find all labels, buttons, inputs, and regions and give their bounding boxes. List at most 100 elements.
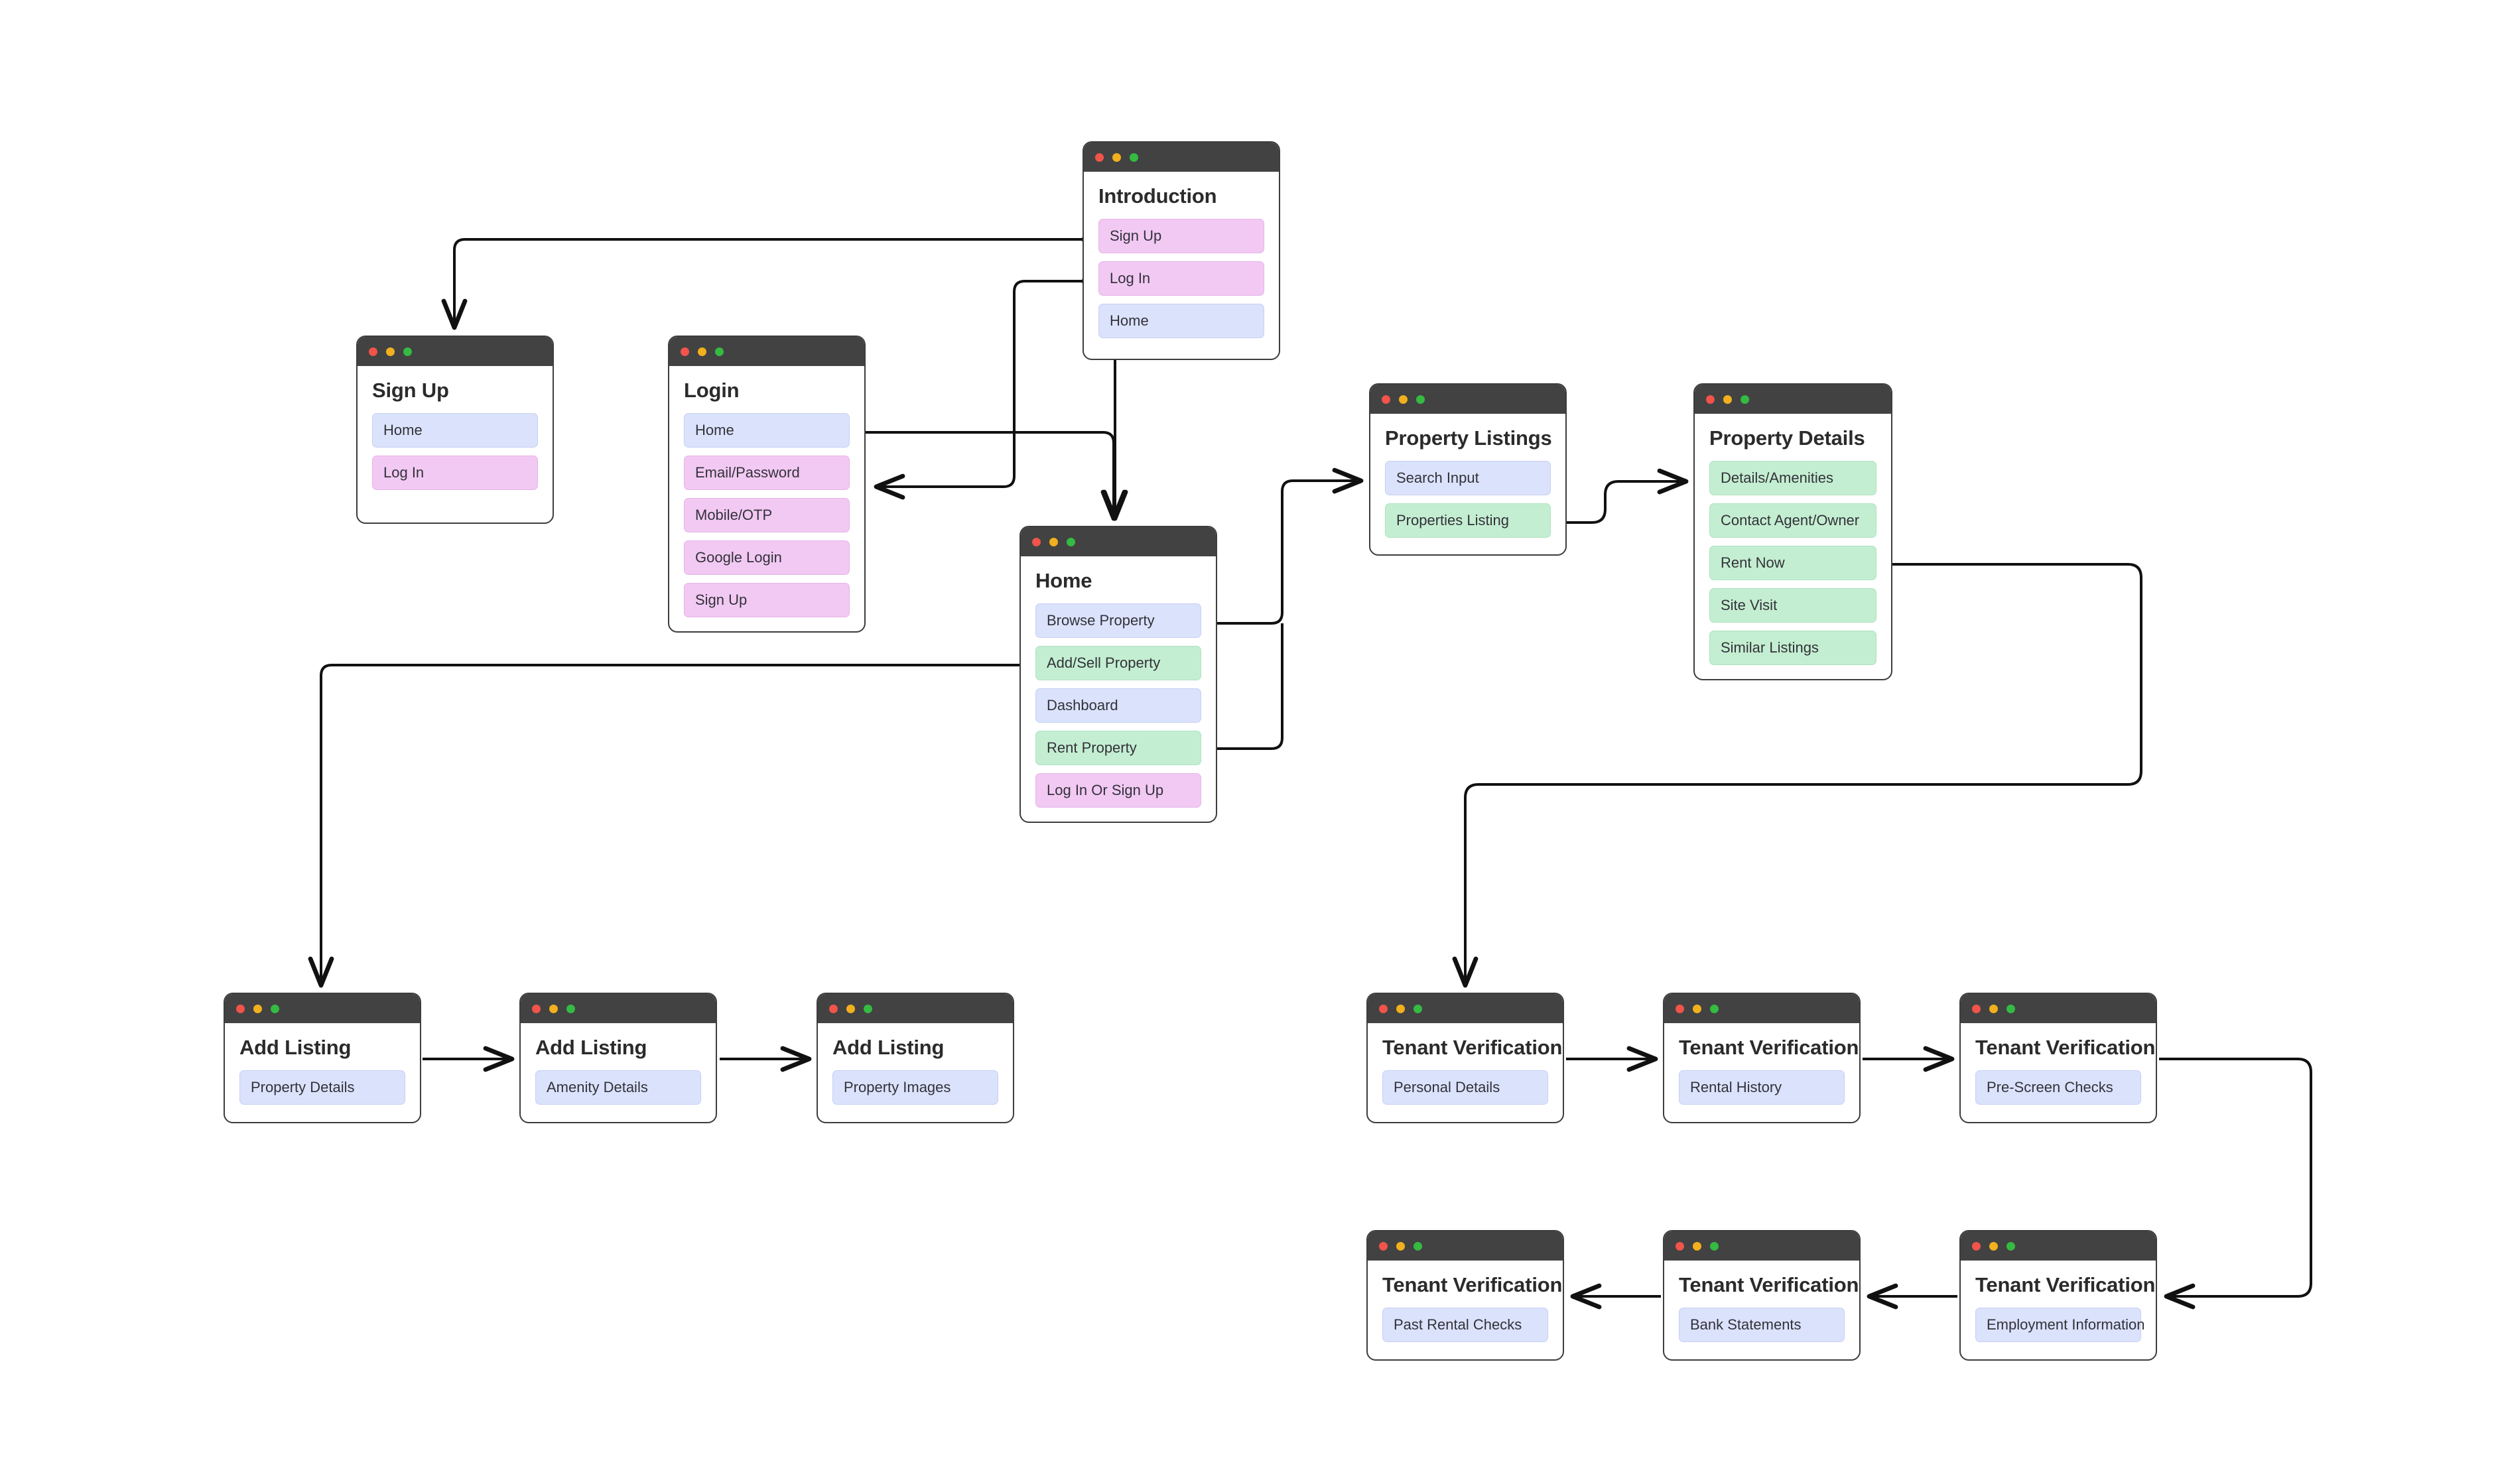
card-item[interactable]: Details/Amenities (1709, 461, 1876, 496)
window-red-dot-icon[interactable] (1379, 1241, 1388, 1251)
window-red-dot-icon[interactable] (1972, 1241, 1981, 1251)
window-yellow-dot-icon[interactable] (549, 1004, 558, 1013)
card-title: Login (684, 379, 740, 402)
window-green-dot-icon[interactable] (271, 1004, 279, 1013)
card-item[interactable]: Amenity Details (535, 1070, 701, 1105)
card-item[interactable]: Home (372, 413, 538, 448)
window-red-dot-icon[interactable] (369, 347, 377, 356)
window-yellow-dot-icon[interactable] (1693, 1004, 1701, 1013)
card-item[interactable]: Property Images (832, 1070, 998, 1105)
window-yellow-dot-icon[interactable] (386, 347, 395, 356)
card-item[interactable]: Email/Password (684, 456, 850, 491)
card-item[interactable]: Employment Information (1975, 1308, 2144, 1343)
window-red-dot-icon[interactable] (1676, 1241, 1684, 1251)
window-yellow-dot-icon[interactable] (253, 1004, 262, 1013)
window-red-dot-icon[interactable] (681, 347, 689, 356)
card-item[interactable]: Google Login (684, 540, 850, 576)
card-item[interactable]: Home (684, 413, 850, 448)
window-green-dot-icon[interactable] (2006, 1004, 2015, 1013)
card-item[interactable]: Contact Agent/Owner (1709, 503, 1876, 538)
card-item[interactable]: Mobile/OTP (684, 498, 850, 533)
card-item[interactable]: Personal Details (1382, 1070, 1548, 1105)
window-yellow-dot-icon[interactable] (1049, 537, 1058, 546)
window-green-dot-icon[interactable] (403, 347, 412, 356)
window-yellow-dot-icon[interactable] (1723, 395, 1732, 404)
window-yellow-dot-icon[interactable] (1112, 153, 1121, 162)
card-item[interactable]: Properties Listing (1385, 503, 1551, 538)
window-red-dot-icon[interactable] (1095, 153, 1104, 162)
window-yellow-dot-icon[interactable] (698, 347, 706, 356)
window-yellow-dot-icon[interactable] (1989, 1004, 1998, 1013)
window-green-dot-icon[interactable] (715, 347, 724, 356)
window-green-dot-icon[interactable] (1413, 1004, 1422, 1013)
window-red-dot-icon[interactable] (236, 1004, 245, 1013)
window-yellow-dot-icon[interactable] (1396, 1241, 1405, 1251)
card-item[interactable]: Browse Property (1035, 603, 1201, 639)
card-item-list: Bank Statements (1679, 1308, 1845, 1343)
card-item[interactable]: Log In Or Sign Up (1035, 773, 1201, 808)
window-green-dot-icon[interactable] (566, 1004, 575, 1013)
window-green-dot-icon[interactable] (2006, 1241, 2015, 1251)
window-yellow-dot-icon[interactable] (1693, 1241, 1701, 1251)
window-green-dot-icon[interactable] (1130, 153, 1138, 162)
card-item[interactable]: Site Visit (1709, 588, 1876, 623)
window-green-dot-icon[interactable] (1416, 395, 1425, 404)
edge-home-rent-to-listings (1207, 623, 1283, 750)
window-titlebar (1664, 994, 1859, 1023)
card-item[interactable]: Similar Listings (1709, 631, 1876, 666)
window-red-dot-icon[interactable] (1972, 1004, 1981, 1013)
card-item[interactable]: Sign Up (684, 583, 850, 618)
card-title: Add Listing (832, 1036, 945, 1059)
window-green-dot-icon[interactable] (864, 1004, 872, 1013)
window-red-dot-icon[interactable] (1706, 395, 1715, 404)
card-item[interactable]: Rental History (1679, 1070, 1845, 1105)
card-item[interactable]: Rent Now (1709, 546, 1876, 581)
window-red-dot-icon[interactable] (1032, 537, 1041, 546)
window-red-dot-icon[interactable] (532, 1004, 541, 1013)
window-yellow-dot-icon[interactable] (1399, 395, 1408, 404)
card-item[interactable]: Dashboard (1035, 688, 1201, 723)
window-yellow-dot-icon[interactable] (1989, 1241, 1998, 1251)
card-item[interactable]: Sign Up (1098, 219, 1264, 254)
window-red-dot-icon[interactable] (1676, 1004, 1684, 1013)
card-item[interactable]: Bank Statements (1679, 1308, 1845, 1343)
card-item[interactable]: Add/Sell Property (1035, 646, 1201, 681)
window-red-dot-icon[interactable] (1379, 1004, 1388, 1013)
card-item[interactable]: Rent Property (1035, 731, 1201, 766)
card-item[interactable]: Home (1098, 304, 1264, 339)
card-title: Add Listing (239, 1036, 352, 1059)
card-item[interactable]: Log In (1098, 261, 1264, 296)
window-yellow-dot-icon[interactable] (1396, 1004, 1405, 1013)
card-item[interactable]: Search Input (1385, 461, 1551, 496)
window-green-dot-icon[interactable] (1710, 1241, 1719, 1251)
window-red-dot-icon[interactable] (829, 1004, 838, 1013)
window-green-dot-icon[interactable] (1710, 1004, 1719, 1013)
window-yellow-dot-icon[interactable] (846, 1004, 855, 1013)
window-green-dot-icon[interactable] (1067, 537, 1075, 546)
card-item[interactable]: Past Rental Checks (1382, 1308, 1548, 1343)
window-green-dot-icon[interactable] (1413, 1241, 1422, 1251)
window-red-dot-icon[interactable] (1382, 395, 1390, 404)
window-green-dot-icon[interactable] (1741, 395, 1749, 404)
card-title: Tenant Verification (1679, 1273, 1859, 1296)
card-item[interactable]: Log In (372, 456, 538, 491)
card-item[interactable]: Property Details (239, 1070, 405, 1105)
card-item[interactable]: Pre-Screen Checks (1975, 1070, 2141, 1105)
